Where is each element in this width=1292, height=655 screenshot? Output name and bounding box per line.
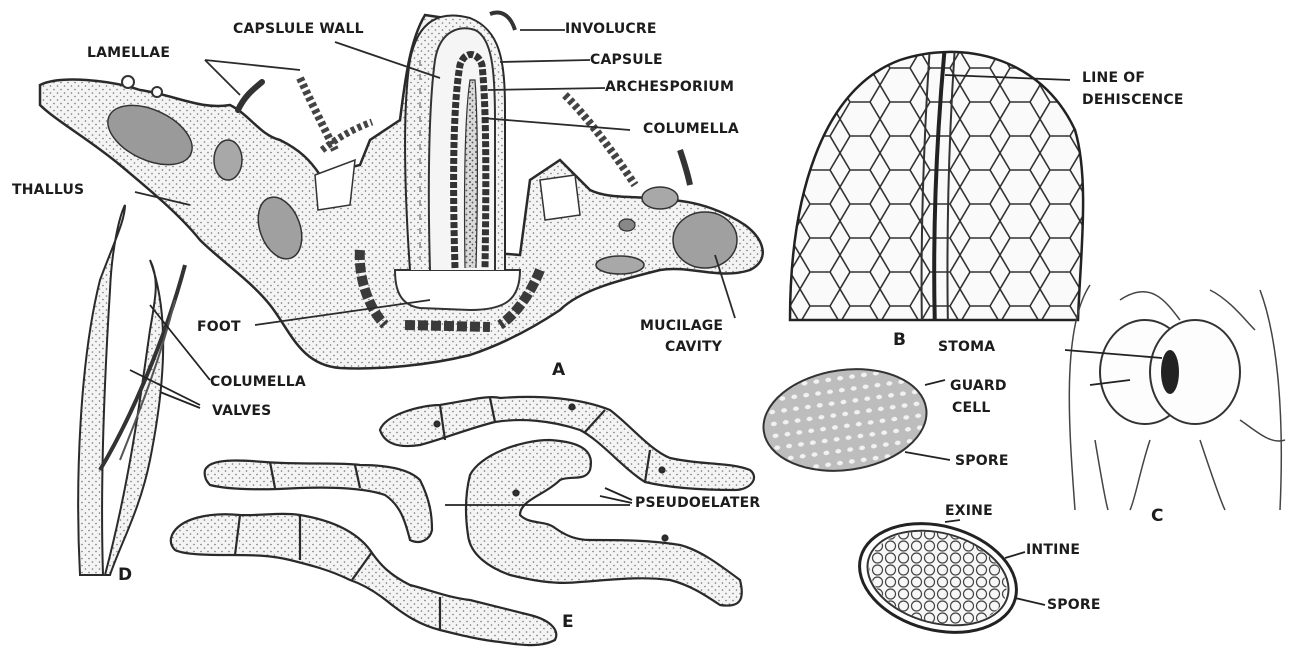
label-involucre: INVOLUCRE — [565, 21, 657, 37]
label-fig-a: A — [552, 360, 565, 380]
foot-region — [395, 270, 520, 310]
label-intine: INTINE — [1026, 542, 1080, 558]
label-fig-e: E — [562, 612, 574, 632]
label-mucilage: MUCILAGE — [640, 318, 723, 334]
figure-c-stoma — [1065, 285, 1285, 510]
mucilage-cavity — [596, 256, 644, 274]
spore-textured — [757, 359, 950, 481]
label-archesporium: ARCHESPORIUM — [605, 79, 734, 95]
lamella — [300, 78, 335, 150]
label-spore-bottom: SPORE — [1047, 597, 1101, 613]
stoma-pore — [1161, 350, 1179, 394]
label-thallus: THALLUS — [12, 182, 84, 198]
label-valves: VALVES — [212, 403, 271, 419]
label-fig-d: D — [118, 565, 132, 585]
figure-e-pseudoelaters — [171, 397, 754, 645]
label-columella-d: COLUMELLA — [210, 374, 306, 390]
label-pseudoelater: PSEUDOELATER — [635, 495, 760, 511]
involucre-spur — [565, 95, 635, 185]
mucilage-cavity — [214, 140, 242, 180]
label-dehiscence: DEHISCENCE — [1082, 92, 1184, 108]
label-columella-a: COLUMELLA — [643, 121, 739, 137]
label-spore-top: SPORE — [955, 453, 1009, 469]
label-exine: EXINE — [945, 503, 993, 519]
label-guard: GUARD — [950, 378, 1007, 394]
lamella — [238, 82, 262, 110]
label-fig-b: B — [893, 330, 906, 350]
label-capsule: CAPSULE — [590, 52, 663, 68]
label-stoma: STOMA — [938, 339, 995, 355]
label-lamellae: LAMELLAE — [87, 45, 170, 61]
mucilage-cavity — [619, 219, 635, 231]
mucilage-cavity — [642, 187, 678, 209]
valve-right — [105, 260, 163, 575]
figure-b-capsule-surface — [790, 45, 1083, 330]
label-cell: CELL — [952, 400, 990, 416]
label-foot: FOOT — [197, 319, 241, 335]
label-fig-c: C — [1151, 506, 1164, 526]
label-cavity: CAVITY — [665, 339, 722, 355]
spore-section — [847, 507, 1045, 649]
label-capsule-wall: CAPSLULE WALL — [233, 21, 364, 37]
mucilage-cavity — [673, 212, 737, 268]
label-line-of: LINE OF — [1082, 70, 1145, 86]
